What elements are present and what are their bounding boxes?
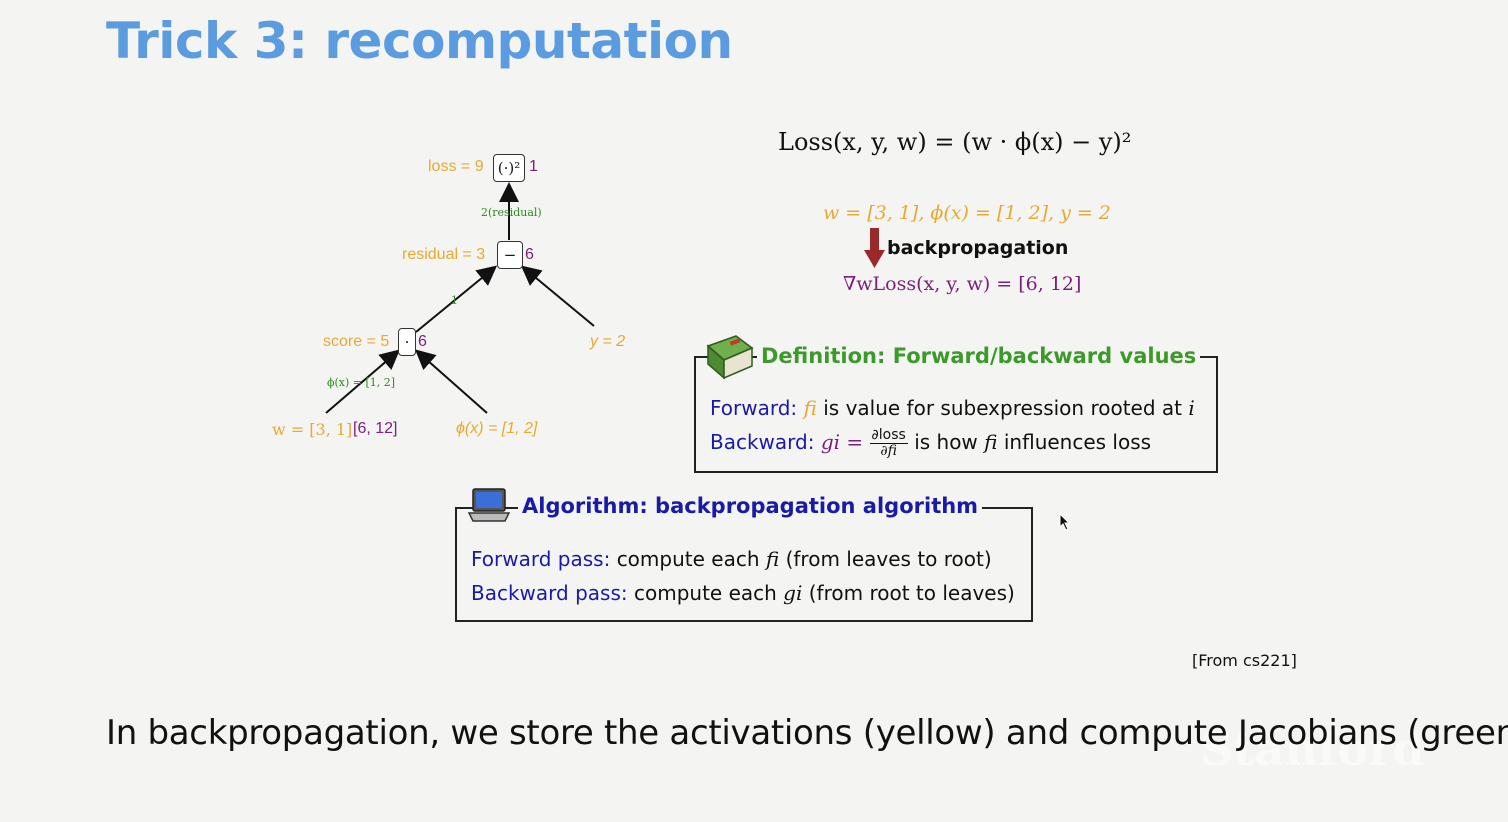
algorithm-backward-line: Backward pass: compute each gi (from roo… [471, 581, 1015, 605]
definition-forward-line: Forward: fi is value for subexpression r… [710, 396, 1195, 420]
edge-label-w-score: ϕ(x) = [1, 2] [327, 376, 396, 389]
score-backward-value: 6 [418, 333, 427, 350]
edge-phi-score [415, 349, 488, 414]
slide-title: Trick 3: recomputation [106, 12, 733, 70]
edge-label-score-residual: 1 [451, 294, 458, 307]
backward-text: is how [914, 430, 978, 454]
dot-op-node: · [398, 328, 416, 356]
loss-forward-value: loss = 9 [428, 158, 484, 175]
backprop-arrow-head [864, 250, 885, 268]
forward-pass-text: compute each [616, 547, 760, 571]
edge-y-residual [520, 265, 595, 327]
forward-text: is value for subexpression rooted at [823, 396, 1182, 420]
backward-pass-text: compute each [633, 581, 777, 605]
residual-forward-value: residual = 3 [402, 246, 486, 263]
score-forward-value: score = 5 [323, 333, 390, 350]
residual-backward-value: 6 [525, 246, 534, 263]
y-value: y = 2 [590, 333, 626, 350]
edge-label-residual-loss: 2(residual) [481, 206, 542, 219]
minus-op-node: − [497, 241, 523, 269]
loss-formula: Loss(x, y, w) = (w · ϕ(x) − y)² [778, 128, 1132, 156]
source-note: [From cs221] [1192, 651, 1297, 670]
backward-label: Backward: [710, 430, 815, 454]
definition-title: Definition: Forward/backward values [757, 344, 1201, 368]
w-backward-value: [6, 12] [353, 420, 398, 437]
partial-fraction: ∂loss ∂fi [869, 427, 908, 459]
square-op-node: (·)² [493, 154, 525, 182]
laptop-icon [467, 488, 511, 522]
forward-label: Forward: [710, 396, 798, 420]
forward-pass-end: (from leaves to root) [785, 547, 992, 571]
book-icon [706, 335, 754, 380]
backward-end: influences loss [1003, 430, 1152, 454]
backprop-label: backpropagation [887, 237, 1069, 259]
backward-pass-var: gi [783, 581, 803, 605]
w-forward-value: w = [3, 1] [272, 420, 353, 439]
edge-w-score [325, 349, 401, 414]
mouse-cursor-icon [1059, 513, 1071, 531]
backward-var: gi = [820, 430, 864, 454]
backward-var2: fi [984, 430, 998, 454]
input-values: w = [3, 1], ϕ(x) = [1, 2], y = 2 [823, 202, 1111, 224]
edge-score-residual [415, 265, 498, 333]
forward-end: i [1188, 396, 1195, 420]
frac-denominator: ∂fi [880, 443, 897, 459]
definition-backward-line: Backward: gi = ∂loss ∂fi is how fi influ… [710, 428, 1151, 459]
backward-pass-end: (from root to leaves) [808, 581, 1015, 605]
stanford-watermark: Stanford [1200, 722, 1425, 776]
algorithm-forward-line: Forward pass: compute each fi (from leav… [471, 547, 992, 571]
algorithm-title: Algorithm: backpropagation algorithm [518, 494, 983, 518]
subtitle-caption: In backpropagation, we store the activat… [106, 713, 1508, 753]
forward-pass-label: Forward pass: [471, 547, 611, 571]
forward-pass-var: fi [765, 547, 780, 571]
gradient-result: ∇wLoss(x, y, w) = [6, 12] [843, 273, 1082, 295]
forward-var: fi [803, 396, 817, 420]
phi-value: ϕ(x) = [1, 2] [456, 420, 538, 437]
backward-pass-label: Backward pass: [471, 581, 628, 605]
loss-backward-value: 1 [529, 158, 538, 175]
backprop-arrow-shaft [870, 228, 879, 252]
frac-numerator: ∂loss [869, 427, 908, 444]
